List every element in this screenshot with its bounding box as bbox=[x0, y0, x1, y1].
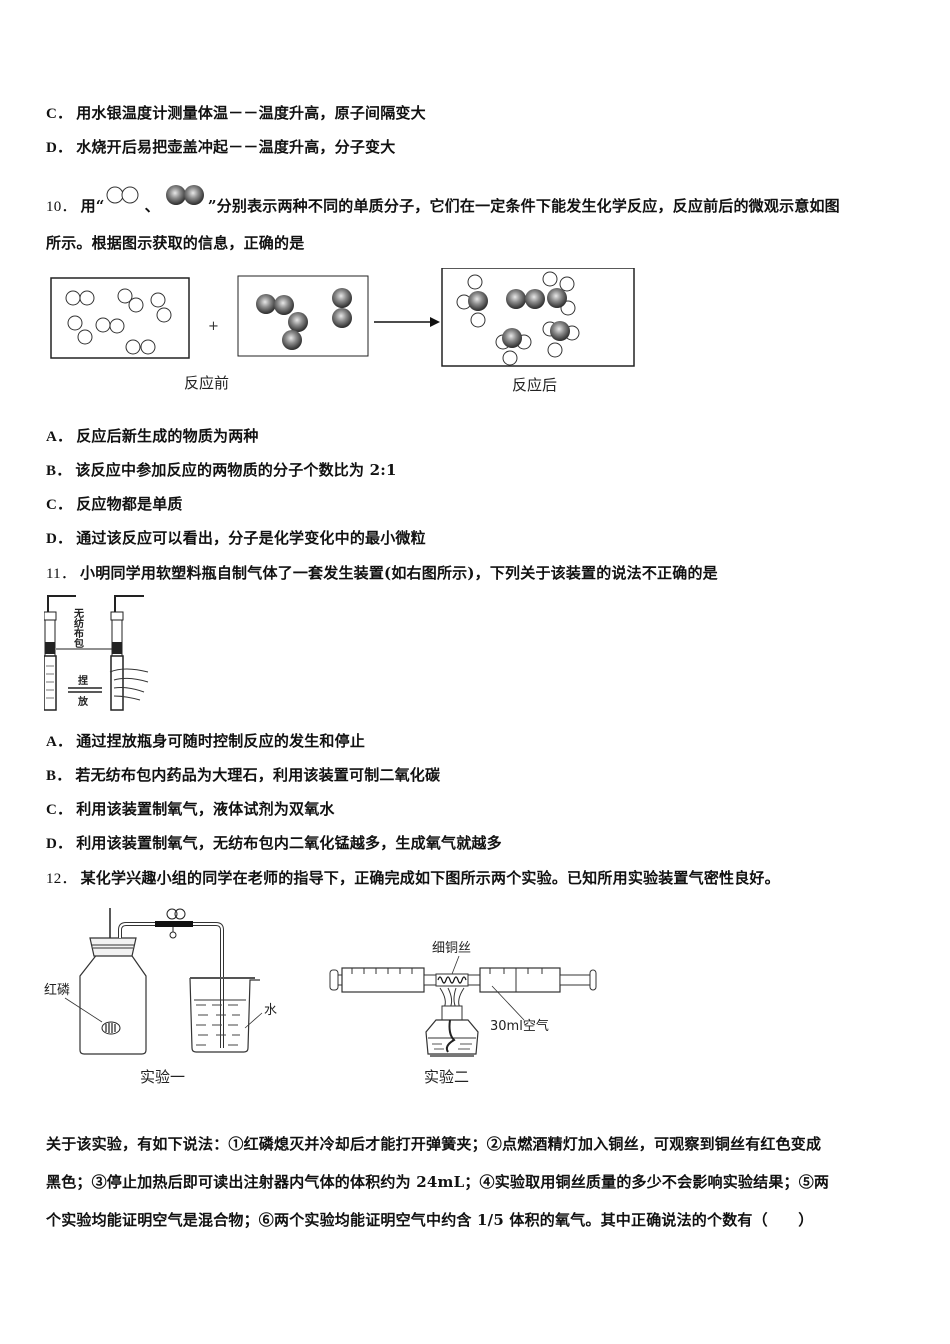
option-text: 该反应中参加反应的两物质的分子个数比为 2:1 bbox=[75, 461, 397, 479]
copper-wire-label: 细铜丝 bbox=[432, 941, 471, 956]
squeeze-label: 捏 bbox=[78, 674, 88, 687]
option-label: B． bbox=[46, 768, 72, 784]
option-text: 水烧开后易把壶盖冲起－－温度升高，分子变大 bbox=[76, 138, 396, 156]
q12-paragraph-line1: 关于该实验，有如下说法：①红磷熄灭并冷却后才能打开弹簧夹；②点燃酒精灯加入铜丝，… bbox=[46, 1135, 822, 1153]
stem-text: ”分别表示两种不同的单质分子，它们在一定条件下能发生化学反应，反应前后的微观示意… bbox=[207, 197, 840, 215]
squeeze-bottle-svg: 无纺布包 捏 放 bbox=[43, 595, 149, 711]
experiment-two-svg: 细铜丝 30ml空气 bbox=[329, 941, 597, 1057]
option-label: D． bbox=[46, 836, 73, 852]
q12-stem: 12．某化学兴趣小组的同学在老师的指导下，正确完成如下图所示两个实验。已知所用实… bbox=[46, 867, 780, 888]
option-label: A． bbox=[46, 734, 73, 750]
option-label: B． bbox=[46, 463, 72, 479]
after-caption: 反应后 bbox=[512, 376, 558, 394]
experiment-one-figure: 红磷 水 实验一 bbox=[40, 898, 300, 1093]
bag-label: 无纺布包 bbox=[72, 608, 85, 648]
q10-option-d: D．通过该反应可以看出，分子是化学变化中的最小微粒 bbox=[46, 527, 426, 548]
q11-option-d: D．利用该装置制氧气，无纺布包内二氧化锰越多，生成氧气就越多 bbox=[46, 832, 502, 853]
red-phosphorus-label: 红磷 bbox=[44, 982, 70, 998]
before-caption: 反应前 bbox=[184, 374, 230, 392]
option-label: D． bbox=[46, 140, 73, 156]
option-text: 通过捏放瓶身可随时控制反应的发生和停止 bbox=[76, 732, 366, 750]
option-label: C． bbox=[46, 497, 73, 513]
option-text: 反应物都是单质 bbox=[76, 495, 183, 513]
option-text: 反应后新生成的物质为两种 bbox=[76, 427, 259, 445]
plus-sign: + bbox=[208, 319, 219, 334]
dark-molecule-icon bbox=[165, 185, 204, 205]
q10-option-b: B．该反应中参加反应的两物质的分子个数比为 2:1 bbox=[46, 459, 397, 480]
stem-text: 某化学兴趣小组的同学在老师的指导下，正确完成如下图所示两个实验。已知所用实验装置… bbox=[80, 869, 780, 887]
q10-option-a: A．反应后新生成的物质为两种 bbox=[46, 425, 259, 446]
q9-option-d: D．水烧开后易把壶盖冲起－－温度升高，分子变大 bbox=[46, 136, 395, 157]
stem-text: 用“ bbox=[80, 197, 105, 215]
option-label: D． bbox=[46, 531, 73, 547]
q11-option-c: C．利用该装置制氧气，液体试剂为双氧水 bbox=[46, 798, 335, 819]
release-label: 放 bbox=[77, 695, 89, 708]
stem-text: 小明同学用软塑料瓶自制气体了一套发生装置(如右图所示)，下列关于该装置的说法不正… bbox=[80, 564, 718, 582]
question-number: 11． bbox=[46, 566, 77, 582]
question-number: 12． bbox=[46, 871, 77, 887]
option-text: 用水银温度计测量体温－－温度升高，原子间隔变大 bbox=[76, 104, 426, 122]
option-label: A． bbox=[46, 429, 73, 445]
option-text: 通过该反应可以看出，分子是化学变化中的最小微粒 bbox=[76, 529, 426, 547]
water-label: 水 bbox=[264, 1003, 277, 1018]
air-label: 30ml空气 bbox=[490, 1018, 549, 1034]
option-text: 若无纺布包内药品为大理石，利用该装置可制二氧化碳 bbox=[75, 766, 441, 784]
reaction-diagram-svg: + bbox=[50, 267, 635, 367]
experiment-one-caption: 实验一 bbox=[140, 1068, 186, 1086]
experiment-one-svg: 红磷 水 bbox=[44, 908, 277, 1055]
experiment-two-figure: 细铜丝 30ml空气 实验二 bbox=[324, 930, 614, 1090]
q11-option-a: A．通过捏放瓶身可随时控制反应的发生和停止 bbox=[46, 730, 365, 751]
stem-text: 、 bbox=[144, 197, 160, 215]
q9-option-c: C．用水银温度计测量体温－－温度升高，原子间隔变大 bbox=[46, 102, 426, 123]
white-molecule-icon bbox=[106, 186, 139, 204]
reaction-diagram: + 反应前 反应后 bbox=[48, 267, 648, 398]
q10-stem: 10．用“ 、 ”分别表示两种不同的单质分子，它们在一定条件下能发生化学反应，反应前… bbox=[46, 183, 840, 216]
option-text: 利用该装置制氧气，无纺布包内二氧化锰越多，生成氧气就越多 bbox=[76, 834, 502, 852]
q11-option-b: B．若无纺布包内药品为大理石，利用该装置可制二氧化碳 bbox=[46, 764, 440, 785]
question-number: 10． bbox=[46, 199, 77, 215]
option-label: C． bbox=[46, 802, 73, 818]
arrow-right-icon bbox=[430, 317, 440, 327]
q10-stem-line2: 所示。根据图示获取的信息，正确的是 bbox=[46, 234, 305, 252]
squeeze-bottle-figure: 无纺布包 捏 放 bbox=[43, 592, 154, 714]
q12-paragraph-line3: 个实验均能证明空气是混合物；⑥两个实验均能证明空气中约含 1/5 体积的氧气。其… bbox=[46, 1211, 814, 1229]
experiment-two-caption: 实验二 bbox=[424, 1068, 470, 1086]
q11-stem: 11．小明同学用软塑料瓶自制气体了一套发生装置(如右图所示)，下列关于该装置的说… bbox=[46, 562, 718, 583]
option-text: 利用该装置制氧气，液体试剂为双氧水 bbox=[76, 800, 335, 818]
option-label: C． bbox=[46, 106, 73, 122]
q12-paragraph-line2: 黑色；③停止加热后即可读出注射器内气体的体积约为 24mL；④实验取用铜丝质量的… bbox=[46, 1173, 830, 1191]
q10-option-c: C．反应物都是单质 bbox=[46, 493, 183, 514]
